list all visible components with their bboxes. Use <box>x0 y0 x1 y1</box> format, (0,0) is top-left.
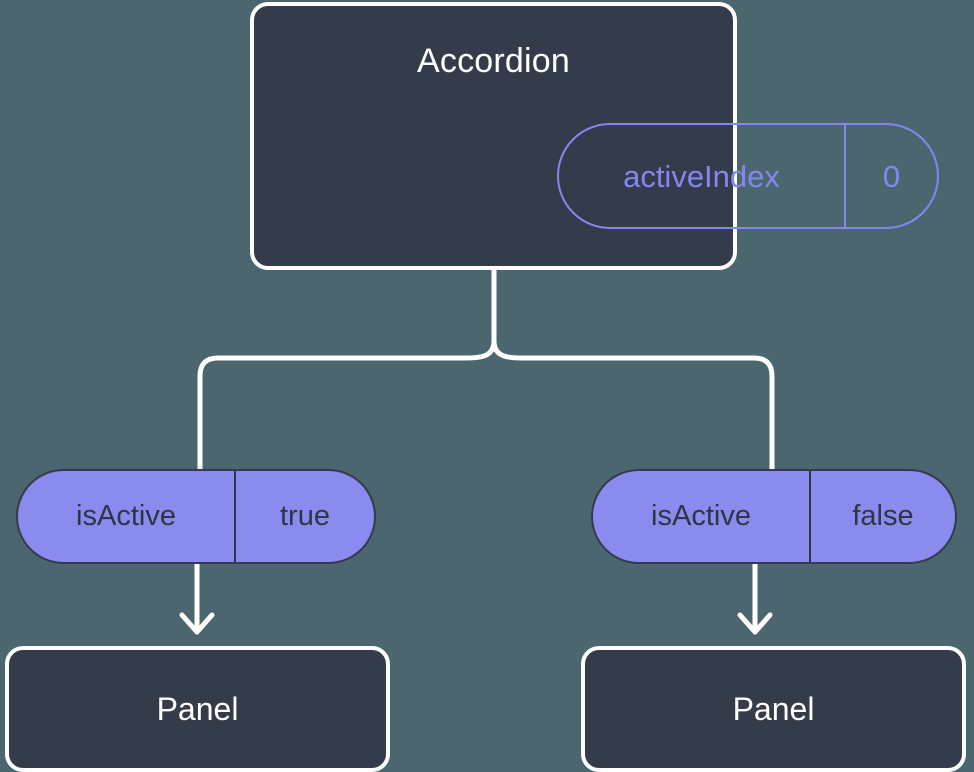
connector-arrow-right-head <box>737 612 773 635</box>
accordion-state-pill[interactable]: activeIndex 0 <box>557 123 939 229</box>
is-active-false-pill[interactable]: isActive false <box>591 469 957 564</box>
connector-fork-right <box>491 338 775 472</box>
is-active-false-pill-value: false <box>809 471 955 562</box>
panel-right-node[interactable]: Panel <box>581 646 966 772</box>
accordion-state-pill-value: 0 <box>844 125 937 227</box>
panel-right-node-title: Panel <box>732 691 815 727</box>
accordion-node-title: Accordion <box>417 42 570 80</box>
accordion-node[interactable]: Accordion activeIndex 0 <box>250 2 939 270</box>
is-active-true-pill-key: isActive <box>76 500 176 532</box>
is-active-false-pill-key: isActive <box>651 500 751 532</box>
panel-left-node[interactable]: Panel <box>5 646 390 772</box>
connector-fork-left <box>197 338 497 472</box>
panel-left-node-title: Panel <box>156 691 239 727</box>
is-active-true-pill[interactable]: isActive true <box>16 469 376 564</box>
is-active-true-pill-value: true <box>234 471 374 562</box>
accordion-state-pill-key: activeIndex <box>623 158 780 194</box>
connector-arrow-left-head <box>179 612 215 635</box>
